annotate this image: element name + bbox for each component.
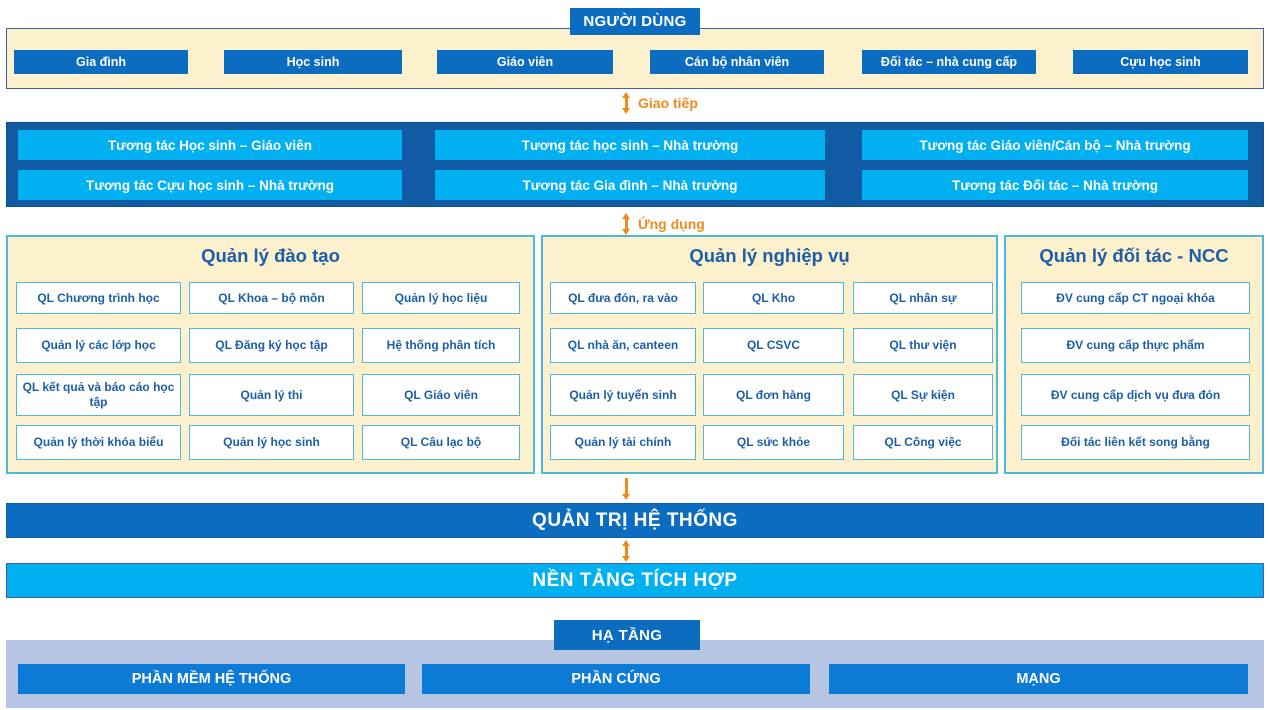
app-box-ql-dang-ky-hoc-tap[interactable]: QL Đăng ký học tập <box>189 328 354 363</box>
app-box-quan-ly-thoi-khoa-bieu[interactable]: Quản lý thời khóa biểu <box>16 425 181 460</box>
platform-bar[interactable]: NỀN TẢNG TÍCH HỢP <box>6 563 1264 598</box>
interaction-box-gd-nt[interactable]: Tương tác Gia đình – Nhà trường <box>435 170 825 200</box>
app-column-title-nghiep-vu: Quản lý nghiệp vụ <box>689 245 850 266</box>
double-arrow-icon <box>622 540 631 562</box>
app-box-ql-cong-viec[interactable]: QL Công việc <box>853 425 993 460</box>
app-box-quan-ly-hoc-sinh[interactable]: Quản lý học sinh <box>189 425 354 460</box>
admin-bar[interactable]: QUẢN TRỊ HỆ THỐNG <box>6 503 1264 538</box>
app-box-ql-ket-qua-bao-cao[interactable]: QL kết quả và báo cáo học tập <box>16 374 181 416</box>
app-box-dv-dich-vu-dua-don[interactable]: ĐV cung cấp dịch vụ đưa đón <box>1021 374 1250 416</box>
interaction-box-gv-cb-nt[interactable]: Tương tác Giáo viên/Cán bộ – Nhà trường <box>862 130 1248 160</box>
connector-app-to-admin <box>622 478 631 500</box>
arrow-down-icon <box>622 478 631 500</box>
connector-label-giao-tiep: Giao tiếp <box>638 95 698 111</box>
app-box-ql-nhan-su[interactable]: QL nhân sự <box>853 282 993 314</box>
user-box-hoc-sinh[interactable]: Học sinh <box>224 50 402 74</box>
app-box-quan-ly-tai-chinh[interactable]: Quản lý tài chính <box>550 425 696 460</box>
infrastructure-badge: HẠ TẦNG <box>554 620 700 650</box>
app-box-ql-giao-vien[interactable]: QL Giáo viên <box>362 374 520 416</box>
app-box-ql-su-kien[interactable]: QL Sự kiện <box>853 374 993 416</box>
app-box-ql-suc-khoe[interactable]: QL sức khỏe <box>703 425 844 460</box>
app-box-ql-chuong-trinh-hoc[interactable]: QL Chương trình học <box>16 282 181 314</box>
infra-box-phan-mem-he-thong[interactable]: PHẦN MỀM HỆ THỐNG <box>18 664 405 694</box>
double-arrow-icon <box>622 92 631 114</box>
app-box-ql-csvc[interactable]: QL CSVC <box>703 328 844 363</box>
user-box-giao-vien[interactable]: Giáo viên <box>437 50 613 74</box>
infra-box-mang[interactable]: MẠNG <box>829 664 1248 694</box>
user-box-cuu-hoc-sinh[interactable]: Cựu học sinh <box>1073 50 1248 74</box>
double-arrow-icon <box>622 213 631 235</box>
connector-admin-to-platform <box>622 540 631 562</box>
app-box-ql-nha-an-canteen[interactable]: QL nhà ăn, canteen <box>550 328 696 363</box>
app-column-title-doi-tac: Quản lý đối tác - NCC <box>1039 245 1229 266</box>
app-box-ql-khoa-bo-mon[interactable]: QL Khoa – bộ môn <box>189 282 354 314</box>
app-box-doi-tac-song-bang[interactable]: Đối tác liên kết song bằng <box>1021 425 1250 460</box>
app-box-ql-thu-vien[interactable]: QL thư viện <box>853 328 993 363</box>
connector-label-ung-dung: Ứng dụng <box>638 216 705 232</box>
user-box-gia-dinh[interactable]: Gia đình <box>14 50 188 74</box>
app-box-ql-kho[interactable]: QL Kho <box>703 282 844 314</box>
interaction-box-chs-nt[interactable]: Tương tác Cựu học sinh – Nhà trường <box>18 170 402 200</box>
user-box-doi-tac[interactable]: Đối tác – nhà cung cấp <box>862 50 1036 74</box>
interaction-box-dt-nt[interactable]: Tương tác Đối tác – Nhà trường <box>862 170 1248 200</box>
app-box-ql-don-hang[interactable]: QL đơn hàng <box>703 374 844 416</box>
connector-giao-tiep: Giao tiếp <box>622 92 698 114</box>
app-box-quan-ly-tuyen-sinh[interactable]: Quản lý tuyển sinh <box>550 374 696 416</box>
app-box-he-thong-phan-tich[interactable]: Hệ thống phân tích <box>362 328 520 363</box>
app-box-quan-ly-cac-lop-hoc[interactable]: Quản lý các lớp học <box>16 328 181 363</box>
app-box-quan-ly-hoc-lieu[interactable]: Quản lý học liệu <box>362 282 520 314</box>
app-box-dv-ct-ngoai-khoa[interactable]: ĐV cung cấp CT ngoại khóa <box>1021 282 1250 314</box>
app-box-ql-cau-lac-bo[interactable]: QL Câu lạc bộ <box>362 425 520 460</box>
app-box-dv-thuc-pham[interactable]: ĐV cung cấp thực phẩm <box>1021 328 1250 363</box>
infra-box-phan-cung[interactable]: PHẦN CỨNG <box>422 664 810 694</box>
interaction-box-hs-gv[interactable]: Tương tác Học sinh – Giáo viên <box>18 130 402 160</box>
app-column-title-dao-tao: Quản lý đào tạo <box>201 245 340 266</box>
app-box-ql-dua-don-ra-vao[interactable]: QL đưa đón, ra vào <box>550 282 696 314</box>
app-box-quan-ly-thi[interactable]: Quản lý thi <box>189 374 354 416</box>
users-layer-badge: NGƯỜI DÙNG <box>570 8 700 35</box>
interaction-box-hs-nt[interactable]: Tương tác học sinh – Nhà trường <box>435 130 825 160</box>
connector-ung-dung: Ứng dụng <box>622 213 705 235</box>
user-box-can-bo[interactable]: Cán bộ nhân viên <box>650 50 824 74</box>
